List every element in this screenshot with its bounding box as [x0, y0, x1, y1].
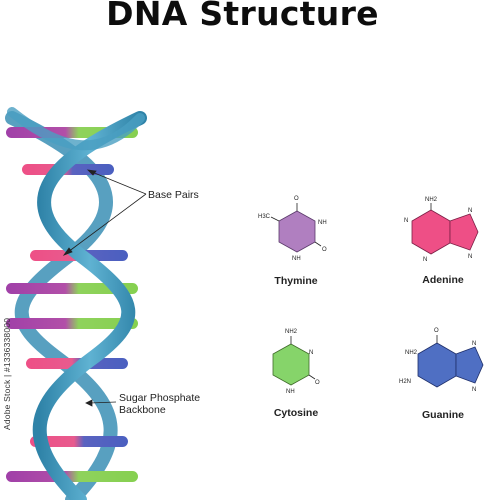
guanine-ring-5 — [455, 346, 484, 384]
cytosine-molecule: NH2 N O NH — [272, 329, 320, 395]
guanine-atom-n9: N — [472, 387, 476, 393]
backbone-strand-front — [32, 111, 147, 500]
stock-watermark: Adobe Stock | #1336338000 — [2, 317, 12, 430]
adenine-atom-n7: N — [468, 208, 472, 214]
annotation-lines — [62, 169, 147, 407]
thymine-name: Thymine — [274, 275, 318, 287]
cytosine-atom-nh2: NH2 — [285, 329, 298, 335]
adenine-atom-n3: N — [423, 257, 427, 263]
guanine-atom-n7: N — [472, 341, 476, 347]
thymine-atom-o-bottom: O — [322, 247, 327, 253]
guanine-atom-nh2-left: H2N — [399, 379, 411, 385]
guanine-name: Guanine — [421, 409, 464, 421]
backbone-strand-front-outline — [7, 107, 145, 151]
base-pair — [6, 471, 138, 482]
backbone-label-line2: Backbone — [119, 404, 166, 416]
adenine-ring-6 — [411, 209, 451, 255]
adenine-atom-n1: N — [404, 218, 408, 224]
backbone-label-line1: Sugar Phosphate — [119, 392, 201, 404]
adenine-atom-n9: N — [468, 254, 472, 260]
adenine-molecule: NH2 N N N N — [404, 197, 479, 263]
thymine-atom-o-top: O — [294, 196, 299, 202]
backbone-strand-back — [5, 111, 118, 500]
cytosine-atom-nh1: NH — [286, 389, 295, 395]
adenine-atom-nh2: NH2 — [425, 197, 438, 203]
base-pair — [30, 436, 128, 447]
base-pair — [6, 318, 138, 329]
thymine-atom-nh-bottom: NH — [292, 256, 301, 262]
guanine-ring-6 — [417, 342, 457, 388]
cytosine-atom-n3: N — [309, 350, 313, 356]
page-title: DNA Structure — [106, 0, 379, 33]
base-pairs-label: Base Pairs — [148, 189, 199, 201]
thymine-atom-methyl: H3C — [258, 214, 271, 220]
thymine-atom-nh-right: NH — [318, 220, 327, 226]
backbone-label: Sugar Phosphate Backbone — [119, 392, 200, 416]
adenine-name: Adenine — [422, 274, 464, 286]
thymine-molecule: O H3C NH O NH — [258, 196, 327, 262]
base-pair — [6, 283, 138, 294]
cytosine-name: Cytosine — [273, 407, 319, 419]
cytosine-ring — [272, 343, 310, 386]
adenine-ring-5 — [449, 213, 479, 251]
guanine-atom-o: O — [434, 328, 439, 334]
guanine-atom-nh2-top: NH2 — [405, 350, 418, 356]
cytosine-atom-o: O — [315, 380, 320, 386]
thymine-ring — [278, 210, 316, 253]
guanine-molecule: O NH2 H2N N N — [399, 328, 484, 393]
